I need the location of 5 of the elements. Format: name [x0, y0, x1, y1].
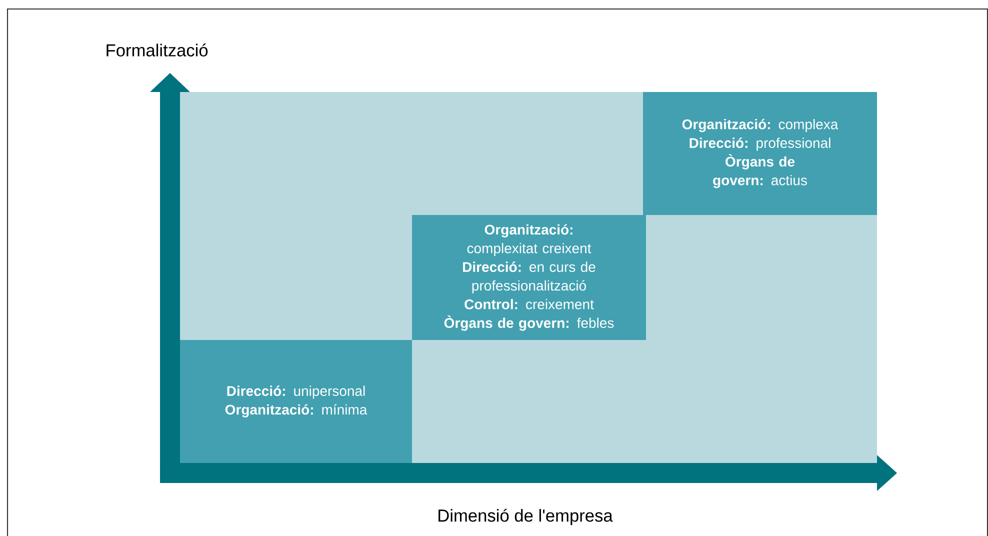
axis-label: Dimensió de l'empresa [438, 508, 613, 526]
stage-box: Organització: complexa Direcció: professional Òrgans de govern: actius [643, 92, 877, 215]
axis-label: Formalització [106, 44, 208, 56]
stage-box: Direcció: unipersonal Organització: mínima [180, 340, 412, 463]
stage-box: Organització: complexitat creixent Direcció: en curs de professionalització Control: creixement Òrgans de govern: febles [412, 215, 646, 340]
